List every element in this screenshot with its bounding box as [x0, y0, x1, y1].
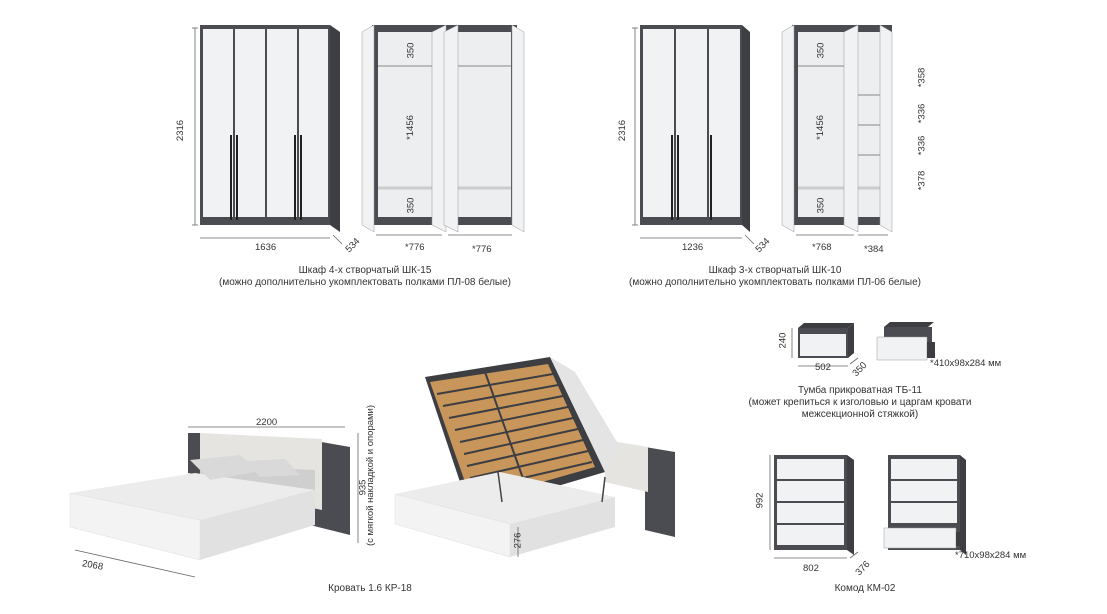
- bed-open-illustration: [394, 357, 675, 558]
- bed-base-height-label: 276: [512, 532, 524, 549]
- wardrobe4-section-left-label: *776: [405, 242, 425, 253]
- wardrobe4-inner-bottom-label: 350: [405, 197, 417, 214]
- wardrobe4-width-label: 1636: [255, 242, 277, 253]
- wardrobe3-section-left-label: *768: [812, 242, 832, 253]
- wardrobe-4-closed-illustration: [192, 25, 343, 245]
- wardrobe3-inner-top-label: 350: [815, 42, 827, 59]
- nightstand-caption: Тумба прикроватная ТБ-11 (может крепитьс…: [740, 385, 980, 421]
- bed-closed-illustration: [69, 426, 359, 578]
- wardrobe4-height-label: 2316: [175, 119, 187, 142]
- bed-height-note: (с мягкой накладкой и опорами): [365, 404, 377, 547]
- bed-caption: Кровать 1.6 КР-18: [328, 583, 412, 594]
- wardrobe4-caption-title: Шкаф 4-х створчатый ШК-15: [298, 265, 432, 276]
- bed-width-label: 2200: [256, 417, 278, 428]
- wardrobe3-shelf2-label: *336: [916, 103, 928, 124]
- nightstand-caption-note1: (может крепиться к изголовью и царгам кр…: [748, 397, 972, 408]
- wardrobe3-shelf4-label: *378: [916, 170, 928, 191]
- wardrobe3-shelf3-label: *336: [916, 135, 928, 156]
- wardrobe4-caption: Шкаф 4-х створчатый ШК-15 (можно дополни…: [190, 265, 540, 289]
- nightstand-drawer-label: *410x98x284 мм: [930, 358, 1002, 369]
- wardrobe3-shelf1-label: *358: [916, 67, 928, 88]
- dresser-illustration: [769, 455, 859, 559]
- wardrobe3-caption-note: (можно дополнительно укомплектовать полк…: [629, 277, 921, 288]
- wardrobe3-width-label: 1236: [682, 242, 704, 253]
- wardrobe4-inner-top-label: 350: [405, 42, 417, 59]
- dresser-caption: Комод КМ-02: [834, 583, 896, 594]
- wardrobe3-caption-title: Шкаф 3-х створчатый ШК-10: [708, 265, 842, 276]
- wardrobe4-caption-note: (можно дополнительно укомплектовать полк…: [219, 277, 511, 288]
- wardrobe-4-open-illustration: [361, 24, 525, 236]
- dresser-width-label: 802: [803, 563, 819, 574]
- wardrobe3-section-right-label: *384: [864, 244, 884, 255]
- nightstand-width-label: 502: [815, 362, 831, 373]
- wardrobe3-inner-bottom-label: 350: [815, 197, 827, 214]
- nightstand-illustration: [791, 323, 859, 367]
- wardrobe4-inner-mid-label: *1456: [404, 115, 416, 140]
- nightstand-open-illustration: [876, 322, 935, 361]
- wardrobe3-inner-mid-label: *1456: [814, 115, 826, 140]
- nightstand-height-label: 240: [777, 332, 789, 349]
- wardrobe3-height-label: 2316: [617, 119, 629, 142]
- nightstand-caption-title: Тумба прикроватная ТБ-11: [798, 385, 922, 396]
- dresser-drawer-label: *710x98x284 мм: [955, 550, 1027, 561]
- wardrobe-3-closed-illustration: [632, 25, 755, 245]
- dresser-open-illustration: [883, 455, 966, 555]
- wardrobe3-caption: Шкаф 3-х створчатый ШК-10 (можно дополни…: [610, 265, 940, 289]
- wardrobe4-section-right-label: *776: [472, 244, 492, 255]
- wardrobe-3-open-illustration: [781, 24, 893, 236]
- dresser-height-label: 992: [754, 492, 766, 509]
- nightstand-caption-note2: межсекционной стяжкой): [801, 409, 919, 420]
